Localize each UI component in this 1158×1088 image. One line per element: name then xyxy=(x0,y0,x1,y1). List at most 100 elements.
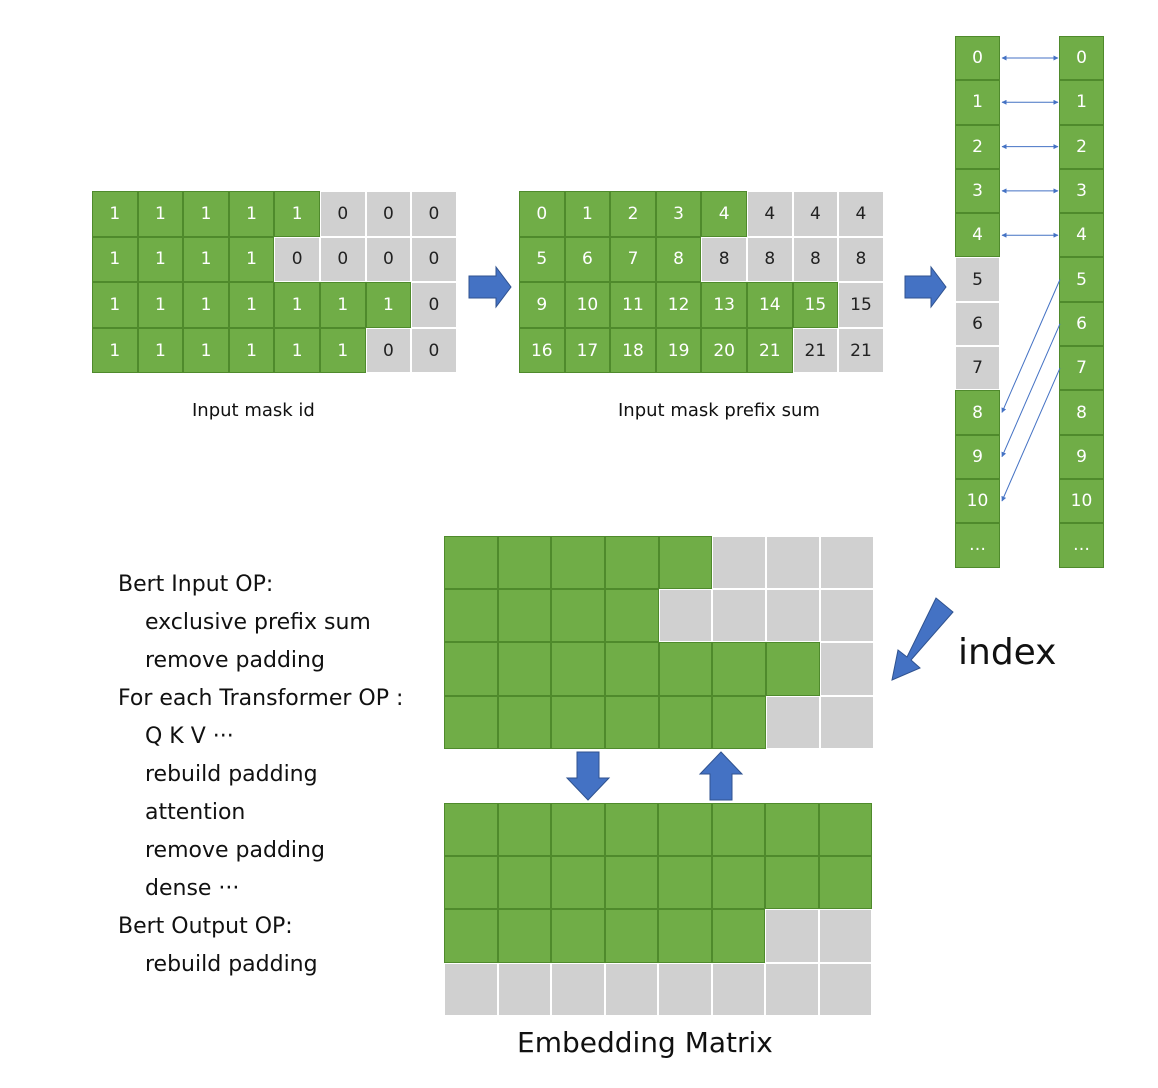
prefix-cell: 12 xyxy=(655,282,702,328)
padded-matrix-cell xyxy=(658,536,713,590)
packed-matrix-cell xyxy=(658,856,712,910)
index-cell: 0 xyxy=(1059,36,1104,81)
mask-cell: 0 xyxy=(365,236,412,283)
prefix-cell: 4 xyxy=(701,191,747,237)
index-cell: … xyxy=(955,523,1000,568)
mask-cell: 1 xyxy=(137,236,184,283)
mask-cell: 1 xyxy=(92,191,138,237)
mask-cell: 1 xyxy=(274,282,320,328)
mask-cell: 0 xyxy=(411,236,457,283)
index-cell: … xyxy=(1059,523,1104,568)
packed-matrix-cell xyxy=(551,856,605,910)
prefix-cell: 21 xyxy=(746,327,793,374)
packed-matrix-cell xyxy=(604,803,658,857)
mask-cell: 1 xyxy=(183,236,229,283)
index-cell: 1 xyxy=(1059,80,1104,125)
prefix-cell: 4 xyxy=(792,191,839,237)
op-heading: Bert Output OP: xyxy=(118,914,293,939)
packed-matrix-cell xyxy=(444,803,498,857)
padded-matrix-cell xyxy=(551,695,606,749)
op-heading: Bert Input OP: xyxy=(118,572,274,597)
mask-cell: 1 xyxy=(92,282,138,328)
index-cell: 8 xyxy=(1059,390,1104,435)
padded-matrix-cell xyxy=(605,536,659,590)
packed-matrix-cell xyxy=(765,803,819,857)
packed-matrix-cell xyxy=(765,962,819,1016)
packed-matrix-cell xyxy=(497,856,551,910)
mask-cell: 1 xyxy=(228,236,275,283)
mask-cell: 0 xyxy=(365,327,412,374)
padded-matrix-cell xyxy=(551,589,606,643)
prefix-cell: 9 xyxy=(519,282,565,328)
prefix-cell: 8 xyxy=(746,236,793,283)
index-cell: 10 xyxy=(1059,478,1104,524)
op-step: rebuild padding xyxy=(145,762,318,787)
prefix-cell: 7 xyxy=(610,236,656,283)
padded-matrix-cell xyxy=(819,589,874,643)
mask-cell: 1 xyxy=(137,191,184,237)
padded-matrix-cell xyxy=(658,589,713,643)
index-label: index xyxy=(958,632,1057,673)
packed-embedding-matrix xyxy=(444,803,872,1016)
padded-matrix-cell xyxy=(766,695,820,749)
packed-matrix-cell xyxy=(818,909,872,963)
packed-matrix-cell xyxy=(497,962,551,1016)
prefix-cell: 20 xyxy=(701,327,747,374)
packed-matrix-cell xyxy=(497,803,551,857)
mask-cell: 0 xyxy=(411,327,457,374)
padded-matrix-cell xyxy=(497,642,552,696)
op-step: attention xyxy=(145,800,246,825)
packed-matrix-cell xyxy=(604,962,658,1016)
padded-matrix-cell xyxy=(658,642,713,696)
op-step: dense ··· xyxy=(145,876,240,901)
prefix-cell: 21 xyxy=(792,327,839,374)
prefix-cell: 21 xyxy=(838,327,884,374)
mask-cell: 1 xyxy=(137,327,184,374)
prefix-cell: 15 xyxy=(838,282,884,328)
padded-matrix-cell xyxy=(444,536,498,590)
prefix-cell: 17 xyxy=(564,327,611,374)
packed-matrix-cell xyxy=(551,803,605,857)
packed-matrix-cell xyxy=(818,803,872,857)
right-arrow-2 xyxy=(904,265,947,309)
mask-cell: 1 xyxy=(319,327,366,374)
packed-matrix-cell xyxy=(818,856,872,910)
index-connector xyxy=(1001,323,1061,458)
padded-matrix-cell xyxy=(444,695,498,749)
right-arrow-1 xyxy=(468,265,512,309)
index-cell: 10 xyxy=(955,478,1000,524)
op-step: rebuild padding xyxy=(145,952,318,977)
mask-cell: 0 xyxy=(274,236,320,283)
padded-matrix-cell xyxy=(819,695,874,749)
padded-matrix-cell xyxy=(819,642,874,696)
packed-matrix-cell xyxy=(711,962,765,1016)
padded-matrix-cell xyxy=(497,536,552,590)
prefix-cell: 8 xyxy=(792,236,839,283)
index-cell: 1 xyxy=(955,80,1000,125)
padded-matrix-cell xyxy=(605,642,659,696)
index-cell: 7 xyxy=(1059,346,1104,391)
padded-matrix-cell xyxy=(766,536,820,590)
packed-matrix-cell xyxy=(551,909,605,963)
padded-matrix-cell xyxy=(605,695,659,749)
mask-cell: 1 xyxy=(228,191,275,237)
mask-cell: 1 xyxy=(137,282,184,328)
mask-cell: 1 xyxy=(228,282,275,328)
index-cell: 7 xyxy=(955,346,1000,391)
prefix-cell: 18 xyxy=(610,327,656,374)
index-cell: 6 xyxy=(955,301,1000,347)
index-connectors xyxy=(1001,55,1061,502)
packed-matrix-cell xyxy=(551,962,605,1016)
prefix-cell: 4 xyxy=(746,191,793,237)
index-cell: 4 xyxy=(955,213,1000,258)
index-cell: 5 xyxy=(1059,257,1104,302)
packed-matrix-cell xyxy=(658,962,712,1016)
padded-matrix-cell xyxy=(551,642,606,696)
index-cell: 5 xyxy=(955,257,1000,302)
index-cell: 6 xyxy=(1059,301,1104,347)
padded-matrix-cell xyxy=(497,695,552,749)
